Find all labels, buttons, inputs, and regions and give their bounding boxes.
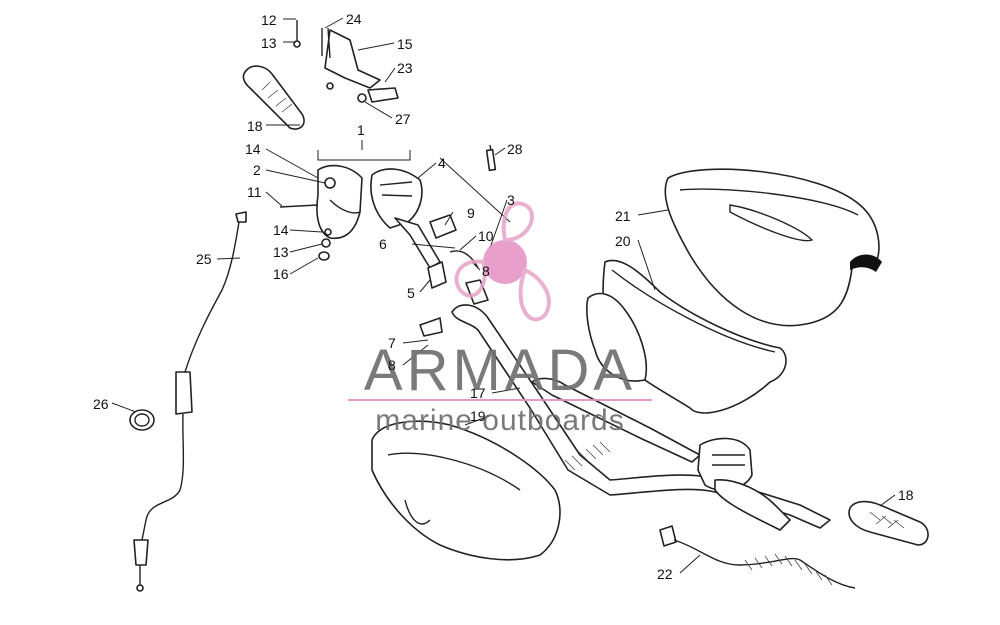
callout-11: 11 <box>247 184 262 200</box>
callout-15: 15 <box>397 36 413 52</box>
leader-lines <box>111 17 896 574</box>
callout-7: 7 <box>388 335 396 351</box>
throttle-cable <box>133 211 247 592</box>
armada-logo-mark <box>454 201 551 322</box>
callout-9: 9 <box>467 205 475 221</box>
mirror-bracket <box>293 20 399 103</box>
callout-14-lower: 14 <box>273 222 289 238</box>
callout-20: 20 <box>615 233 631 249</box>
callout-23: 23 <box>397 60 413 76</box>
callout-14-upper: 14 <box>245 141 261 157</box>
lower-cover <box>371 420 561 561</box>
callout-19: 19 <box>470 408 486 424</box>
callout-10: 10 <box>478 228 494 244</box>
armada-watermark: ARMADA marine outboards <box>348 338 652 437</box>
pod-cover <box>664 168 882 327</box>
callout-22: 22 <box>657 566 673 582</box>
callout-13-lower: 13 <box>273 244 289 260</box>
callout-2: 2 <box>253 162 261 178</box>
callout-26: 26 <box>93 396 109 412</box>
callout-12: 12 <box>261 12 277 28</box>
callout-24: 24 <box>346 11 362 27</box>
callout-18-right: 18 <box>898 487 914 503</box>
callout-6: 6 <box>379 236 387 252</box>
callout-13: 13 <box>261 35 277 51</box>
callout-18-left: 18 <box>247 118 263 134</box>
hood-trim <box>586 259 787 414</box>
right-control-housing <box>697 437 791 531</box>
callout-labels: 12 24 13 15 23 18 27 1 14 4 28 2 11 3 9 … <box>93 11 914 582</box>
callout-28: 28 <box>507 141 523 157</box>
left-grip <box>242 65 305 130</box>
watermark-brand: ARMADA <box>364 338 636 403</box>
callout-25: 25 <box>196 251 212 267</box>
callout-16: 16 <box>273 266 289 282</box>
watermark-tagline: marine outboards <box>375 404 624 437</box>
callout-21: 21 <box>615 208 631 224</box>
callout-1: 1 <box>357 122 365 138</box>
hose-clamp <box>129 409 155 431</box>
callout-17: 17 <box>470 385 486 401</box>
callout-8-lower: 8 <box>388 357 396 373</box>
right-grip <box>848 500 929 546</box>
callout-4: 4 <box>438 155 446 171</box>
throttle-housing <box>316 164 441 269</box>
callout-5: 5 <box>407 285 415 301</box>
callout-27: 27 <box>395 111 411 127</box>
callout-3: 3 <box>507 192 515 208</box>
callout-8-upper: 8 <box>482 263 490 279</box>
wire-harness <box>659 525 856 589</box>
